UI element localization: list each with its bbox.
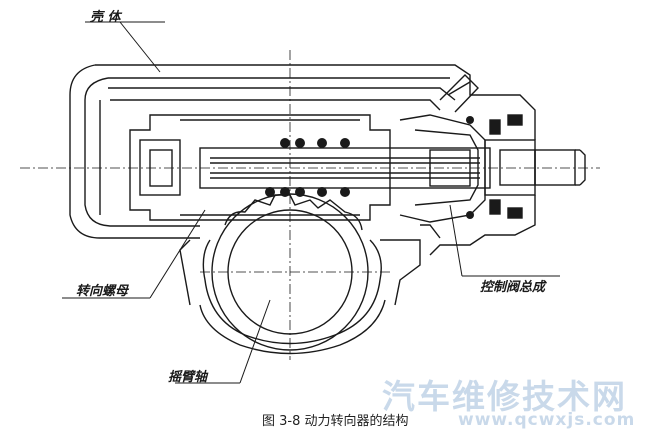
leader-lines bbox=[62, 21, 560, 384]
watermark-url: www.qcwxjs.com bbox=[458, 410, 636, 430]
nut-end-block bbox=[139, 139, 181, 196]
label-control-valve: 控制阀总成 bbox=[480, 280, 546, 295]
watermark-text: 汽车维修技术网 bbox=[382, 377, 627, 416]
label-steering-nut: 转向螺母 bbox=[76, 284, 129, 299]
steering-nut-body bbox=[129, 114, 391, 221]
housing-shell bbox=[69, 64, 536, 256]
input-shaft bbox=[534, 149, 576, 186]
label-shell: 壳 体 bbox=[90, 10, 121, 25]
control-valve-assembly bbox=[399, 74, 586, 223]
label-rocker-shaft: 摇臂轴 bbox=[168, 370, 208, 385]
centerlines bbox=[20, 50, 600, 360]
figure-caption: 图 3-8 动力转向器的结构 bbox=[262, 414, 409, 429]
sector-gear bbox=[179, 193, 421, 355]
